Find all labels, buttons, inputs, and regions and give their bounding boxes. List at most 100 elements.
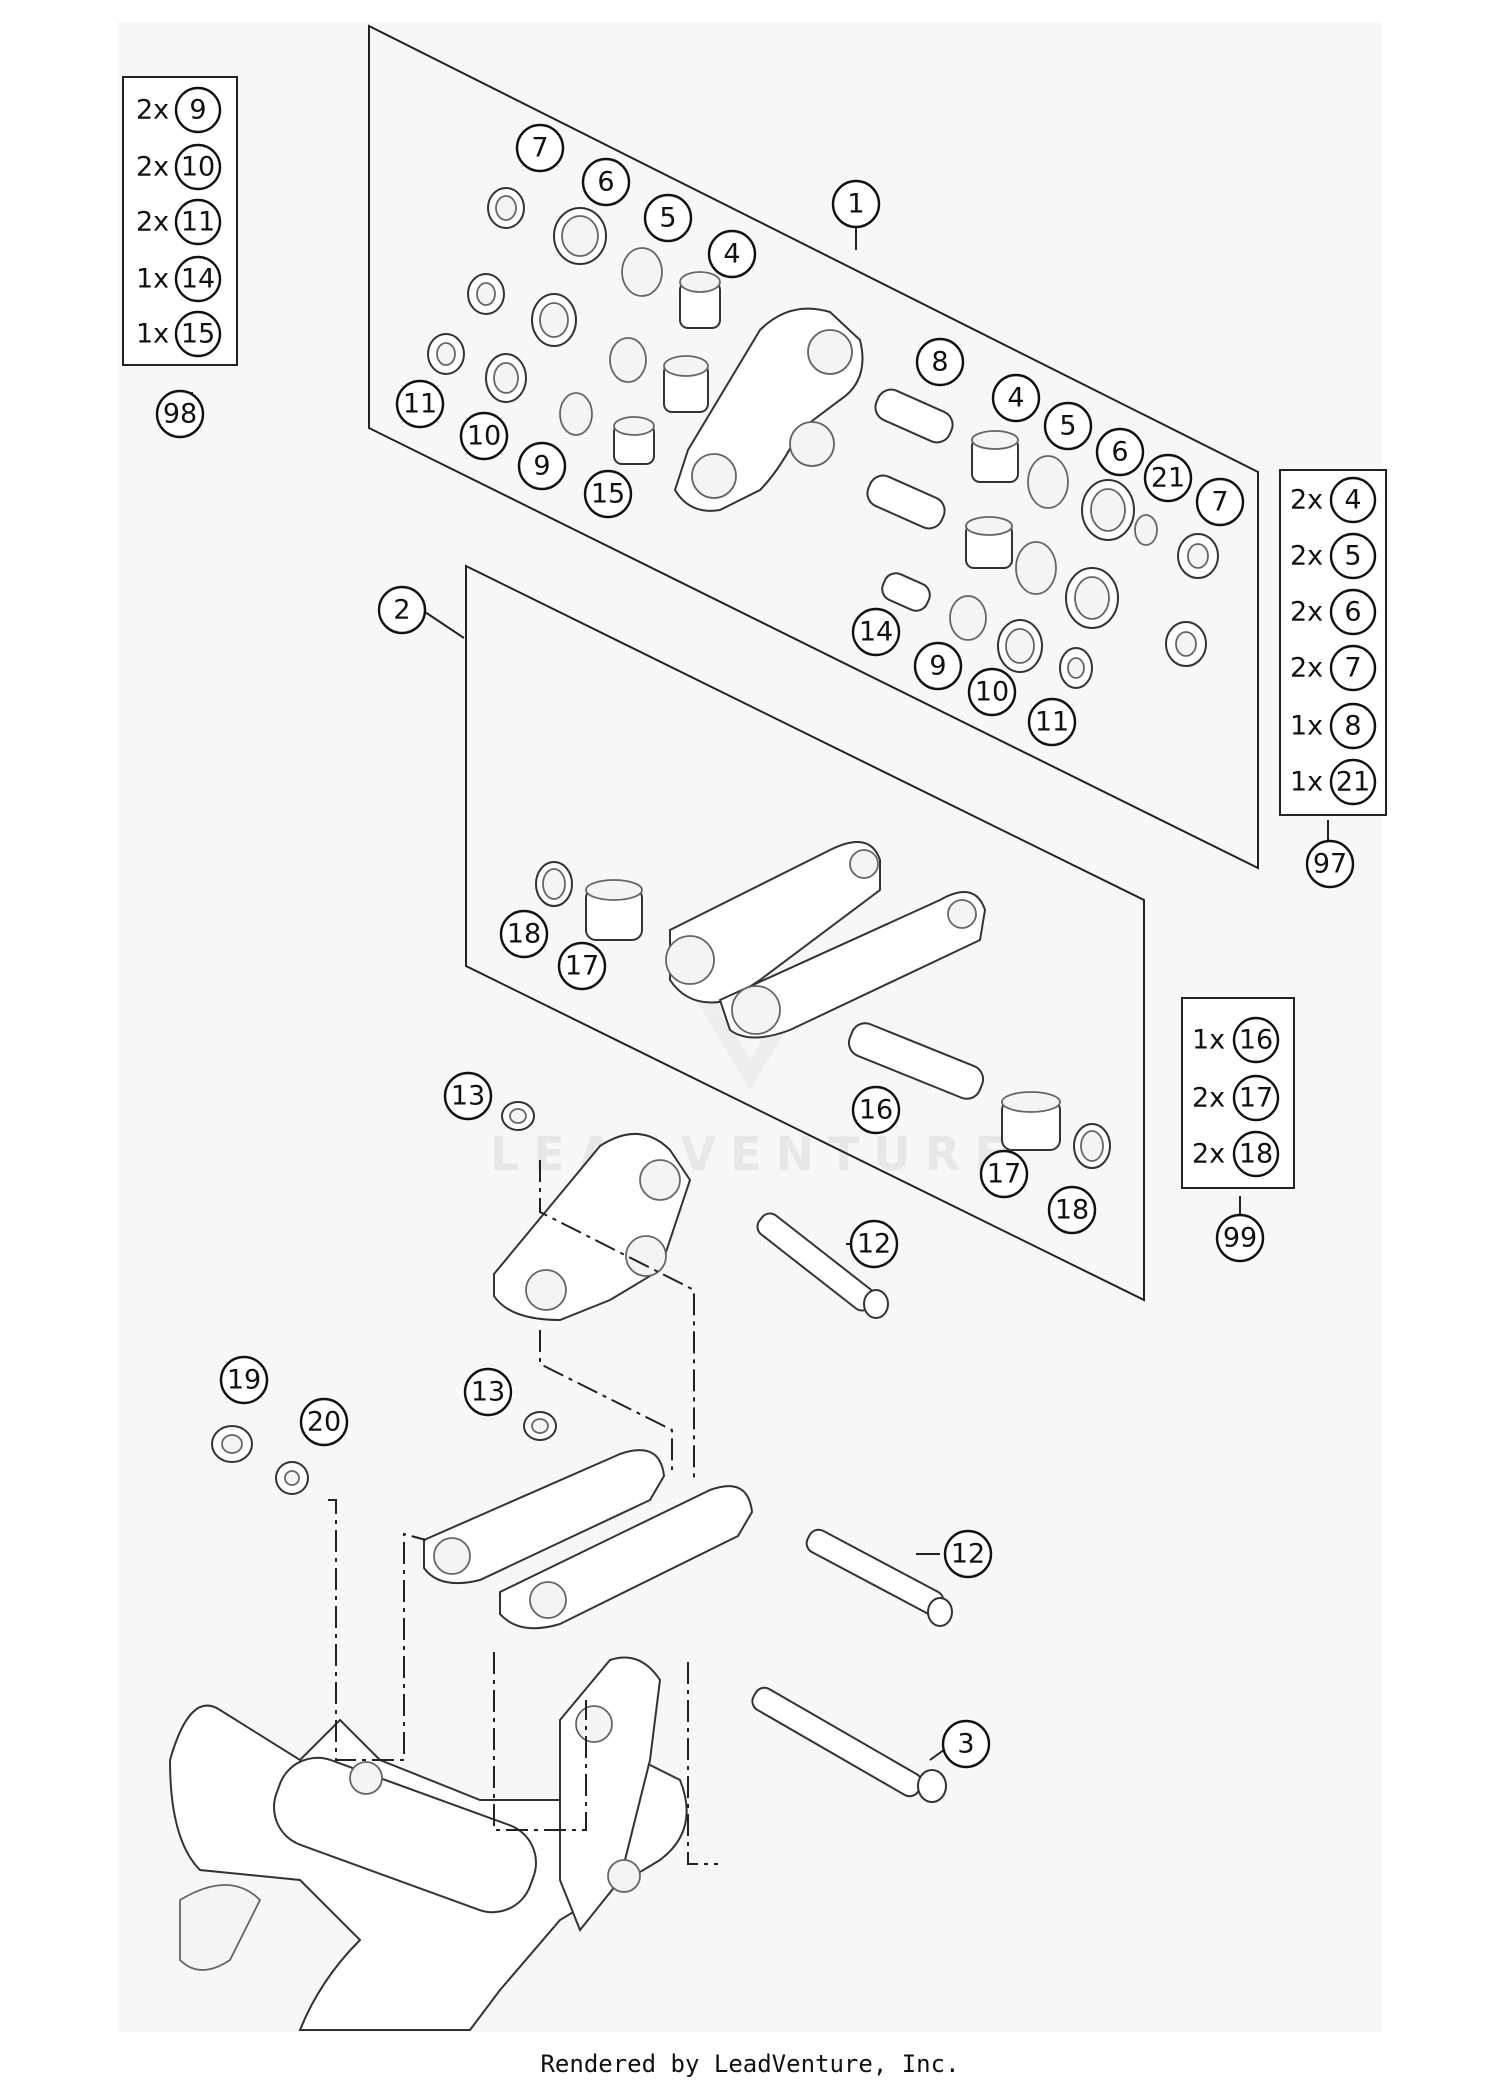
- svg-text:1: 1: [847, 189, 864, 220]
- kit-98-qty-1: 2x: [136, 95, 169, 126]
- kit-98-part-3: 11: [174, 198, 222, 246]
- callout-14: 14: [851, 607, 901, 657]
- assembled-parts: [168, 1101, 953, 2031]
- svg-text:4: 4: [1007, 383, 1024, 414]
- svg-text:11: 11: [181, 207, 215, 238]
- callout-11: 11: [395, 379, 445, 429]
- svg-text:6: 6: [1344, 597, 1361, 628]
- svg-text:7: 7: [531, 133, 548, 164]
- kit-98-qty-5: 1x: [136, 319, 169, 350]
- callout-2: 2: [377, 585, 427, 635]
- kit-2-frame: [465, 564, 1145, 1302]
- svg-text:99: 99: [1223, 1223, 1257, 1254]
- svg-text:8: 8: [1344, 711, 1361, 742]
- svg-text:14: 14: [859, 617, 893, 648]
- callout-1: 1: [831, 179, 881, 229]
- kit-97-label: 97: [1305, 839, 1355, 889]
- svg-text:17: 17: [1239, 1083, 1273, 1114]
- footer-credit: Rendered by LeadVenture, Inc.: [540, 2050, 960, 2078]
- watermark: LEADVENTURE: [490, 990, 1020, 1181]
- svg-text:21: 21: [1336, 767, 1370, 798]
- kit-98-qty-3: 2x: [136, 207, 169, 238]
- svg-text:9: 9: [929, 651, 946, 682]
- callout-8: 8: [915, 337, 965, 387]
- kit-97-part-4: 7: [1329, 644, 1377, 692]
- svg-text:18: 18: [1239, 1139, 1273, 1170]
- kit-99-part-2: 17: [1232, 1074, 1280, 1122]
- callout-13: 13: [443, 1071, 493, 1121]
- callout-19: 19: [219, 1355, 269, 1405]
- svg-text:7: 7: [1344, 653, 1361, 684]
- svg-text:18: 18: [1055, 1195, 1089, 1226]
- svg-text:5: 5: [659, 203, 676, 234]
- svg-text:6: 6: [597, 167, 614, 198]
- svg-text:17: 17: [987, 1159, 1021, 1190]
- callout-18: 18: [499, 909, 549, 959]
- kit-97-box: 2x 4 2x 5 2x 6 2x 7 1x 8 1x 21: [1279, 469, 1387, 816]
- callout-13b: 13: [463, 1367, 513, 1417]
- svg-text:16: 16: [1239, 1025, 1273, 1056]
- svg-text:12: 12: [857, 1229, 891, 1260]
- svg-text:19: 19: [227, 1365, 261, 1396]
- svg-text:11: 11: [403, 389, 437, 420]
- callout-20: 20: [299, 1397, 349, 1447]
- svg-text:20: 20: [307, 1407, 341, 1438]
- svg-text:18: 18: [507, 919, 541, 950]
- kit-97-part-5: 8: [1329, 702, 1377, 750]
- svg-text:15: 15: [591, 479, 625, 510]
- callout-3: 3: [941, 1719, 991, 1769]
- kit-99-qty-3: 2x: [1192, 1139, 1225, 1170]
- svg-text:98: 98: [163, 399, 197, 430]
- kit-98-part-1: 9: [174, 86, 222, 134]
- kit-98-part-4: 14: [174, 255, 222, 303]
- kit-97-part-6: 21: [1329, 758, 1377, 806]
- callout-7b: 7: [1195, 477, 1245, 527]
- kit-98-qty-4: 1x: [136, 264, 169, 295]
- svg-text:15: 15: [181, 319, 215, 350]
- kit-1-frame: [368, 24, 1259, 870]
- svg-text:8: 8: [931, 347, 948, 378]
- svg-text:4: 4: [723, 239, 740, 270]
- kit-99-label: 99: [1215, 1213, 1265, 1263]
- callout-6: 6: [581, 157, 631, 207]
- svg-text:2: 2: [393, 595, 410, 626]
- callout-16: 16: [851, 1085, 901, 1135]
- kit-99-qty-2: 2x: [1192, 1083, 1225, 1114]
- kit-1-parts: [427, 187, 1219, 689]
- kit-98-box: 2x 9 2x 10 2x 11 1x 14 1x 15: [122, 76, 238, 366]
- callout-9: 9: [517, 441, 567, 491]
- svg-text:5: 5: [1344, 541, 1361, 572]
- svg-text:9: 9: [533, 451, 550, 482]
- svg-text:11: 11: [1035, 707, 1069, 738]
- kit-97-part-3: 6: [1329, 588, 1377, 636]
- kit-2-parts: [535, 841, 1111, 1169]
- callout-9b: 9: [913, 641, 963, 691]
- callout-12b: 12: [943, 1529, 993, 1579]
- svg-text:16: 16: [859, 1095, 893, 1126]
- callout-17: 17: [557, 941, 607, 991]
- svg-text:13: 13: [471, 1377, 505, 1408]
- svg-text:6: 6: [1111, 437, 1128, 468]
- kit-99-qty-1: 1x: [1192, 1025, 1225, 1056]
- kit-97-part-1: 4: [1329, 476, 1377, 524]
- svg-text:17: 17: [565, 951, 599, 982]
- svg-text:7: 7: [1211, 487, 1228, 518]
- kit-99-part-1: 16: [1232, 1016, 1280, 1064]
- watermark-text: LEADVENTURE: [490, 1127, 1020, 1181]
- svg-text:12: 12: [951, 1539, 985, 1570]
- svg-text:21: 21: [1151, 463, 1185, 494]
- svg-text:3: 3: [957, 1729, 974, 1760]
- kit-98-part-2: 10: [174, 143, 222, 191]
- callout-12: 12: [849, 1219, 899, 1269]
- kit-97-qty-5: 1x: [1290, 711, 1323, 742]
- kit-97-qty-1: 2x: [1290, 485, 1323, 516]
- callout-10: 10: [459, 411, 509, 461]
- kit-97-part-2: 5: [1329, 532, 1377, 580]
- callout-6b: 6: [1095, 427, 1145, 477]
- callout-18b: 18: [1047, 1185, 1097, 1235]
- svg-text:13: 13: [451, 1081, 485, 1112]
- callout-5: 5: [643, 193, 693, 243]
- svg-text:14: 14: [181, 264, 215, 295]
- callout-5b: 5: [1043, 401, 1093, 451]
